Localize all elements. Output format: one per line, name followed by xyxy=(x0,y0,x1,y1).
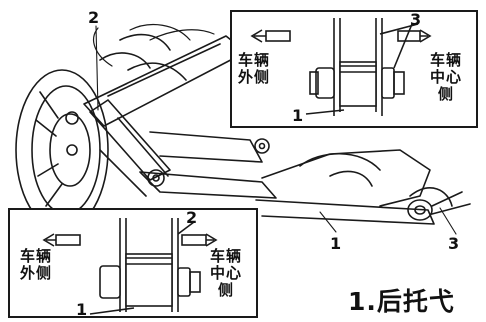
inset-bottom-drawing xyxy=(42,218,218,315)
inset-top-callout-3: 3 xyxy=(410,10,422,29)
inset-top-drawing xyxy=(250,18,432,116)
figure-caption: 1.后托弋 xyxy=(348,287,455,316)
callout-2: 2 xyxy=(88,8,100,27)
callout-3: 3 xyxy=(448,234,460,253)
brake-drum xyxy=(15,69,109,231)
upper-arm xyxy=(83,33,247,127)
center-side-label: 车辆 中心 侧 xyxy=(430,51,463,103)
inset-top-callout-1: 1 xyxy=(292,106,304,125)
inset-bottom: 车辆 外侧 车辆 中心 侧 1 2 xyxy=(8,208,258,318)
trailing-arm xyxy=(139,131,471,225)
inset-bottom-callout-2: 2 xyxy=(186,208,198,227)
outer-side-label: 车辆 外侧 xyxy=(238,51,271,86)
trailing-link xyxy=(89,99,171,197)
callout-1: 1 xyxy=(330,234,342,253)
center-side-label: 车辆 中心 侧 xyxy=(210,247,243,299)
inset-bottom-callout-1: 1 xyxy=(76,300,88,319)
outer-side-label: 车辆 外侧 xyxy=(20,247,53,282)
inset-top: 车辆 外侧 车辆 中心 侧 1 3 xyxy=(230,10,478,128)
